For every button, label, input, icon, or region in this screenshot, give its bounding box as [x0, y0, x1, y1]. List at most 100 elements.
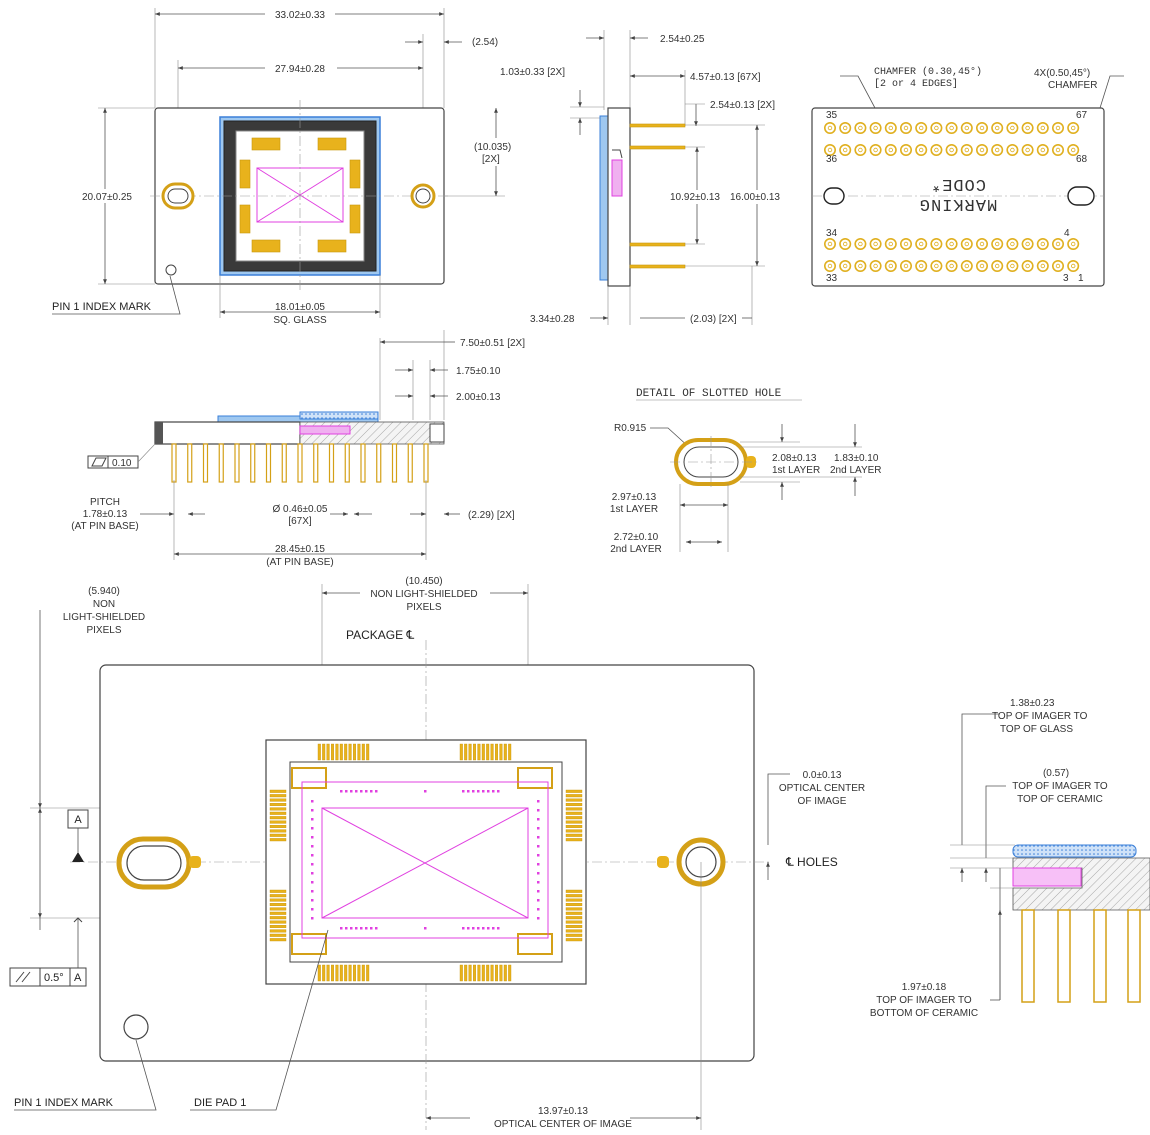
pin-pad: [960, 144, 973, 157]
pin-pad: [960, 238, 973, 251]
dim-half-height-count: [2X]: [482, 154, 500, 165]
section-imager: [1012, 867, 1082, 887]
bond-finger: [317, 964, 321, 982]
dim-optical-center-label: OPTICAL CENTER OF IMAGE: [494, 1119, 632, 1130]
bond-finger: [322, 743, 326, 761]
pin-pad: [1021, 144, 1034, 157]
bond-finger: [269, 807, 287, 811]
slot-w1-label: 1st LAYER: [772, 465, 820, 476]
pin-pad-grid: [823, 122, 1080, 272]
pitch-label: PITCH: [90, 497, 120, 508]
marking-line-1: MARKING: [919, 194, 997, 213]
bond-finger: [495, 964, 499, 982]
bond-finger: [269, 903, 287, 907]
bond-finger: [565, 794, 583, 798]
pin1-label: PIN 1 INDEX MARK: [52, 301, 152, 313]
pin-pad: [1067, 144, 1080, 157]
dim-hole-spacing: 27.94±0.28: [275, 64, 325, 75]
corner-note-2: CHAMFER: [1048, 80, 1097, 91]
bond-finger: [269, 833, 287, 837]
bond-finger: [508, 743, 512, 761]
bond-finger: [331, 964, 335, 982]
bond-finger: [490, 964, 494, 982]
bond-finger: [565, 920, 583, 924]
die-outline: [301, 781, 549, 939]
corner-trace: [517, 767, 553, 789]
front-pin: [281, 443, 287, 483]
large-active-area: [321, 807, 529, 919]
pin-pad: [1036, 144, 1049, 157]
pin-pad: [1036, 238, 1049, 251]
pin-pad: [930, 259, 943, 272]
bond-finger: [503, 964, 507, 982]
bottom-slot-hole-icon: [1067, 186, 1095, 206]
bond-finger: [361, 743, 365, 761]
pin-pad: [991, 238, 1004, 251]
side-view: 2.54±0.25 1.03±0.33 [2X] 4.57±0.13 [67X]…: [500, 30, 788, 325]
front-pin: [407, 443, 413, 483]
pin-pad: [899, 259, 912, 272]
pitch-value: 1.78±0.13: [83, 509, 128, 520]
bond-finger: [565, 916, 583, 920]
bond-finger: [269, 829, 287, 833]
bond-fingers-top: [239, 137, 361, 253]
bond-finger: [481, 964, 485, 982]
section-view: 1.38±0.23 TOP OF IMAGER TO TOP OF GLASS …: [870, 698, 1150, 1019]
bond-finger: [339, 964, 343, 982]
bond-finger: [339, 743, 343, 761]
bond-finger: [269, 938, 287, 942]
pin-pad: [854, 238, 867, 251]
bond-finger: [269, 898, 287, 902]
dim-height: 20.07±0.25: [82, 192, 132, 203]
slot-radius: R0.915: [614, 423, 647, 434]
bond-finger: [269, 911, 287, 915]
pin-pad: [1052, 122, 1065, 135]
top-view: 33.02±0.33 27.94±0.28 (2.54) 20.07±0.25 …: [52, 7, 522, 326]
front-pin: [376, 443, 382, 483]
pin-pad: [960, 259, 973, 272]
pin-pad: [975, 238, 988, 251]
bond-finger: [495, 743, 499, 761]
dim-glass-label: SQ. GLASS: [273, 315, 327, 326]
dim-slot: 7.50±0.51 [2X]: [460, 338, 525, 349]
dim-pin-diameter-count: [67X]: [288, 516, 312, 527]
dim-outer-pins: 16.00±0.13: [730, 192, 780, 203]
bond-finger: [565, 889, 583, 893]
bond-finger: [269, 907, 287, 911]
bond-finger: [335, 743, 339, 761]
bond-finger: [269, 820, 287, 824]
pin-33: 33: [826, 273, 838, 284]
bond-finger: [335, 964, 339, 982]
pin-pad: [1052, 259, 1065, 272]
bond-finger: [468, 743, 472, 761]
bond-finger: [486, 964, 490, 982]
pin-pad: [1006, 144, 1019, 157]
front-pin: [187, 443, 193, 483]
dim-base: 3.34±0.28: [530, 314, 575, 325]
front-pin: [171, 443, 177, 483]
dim-pin-length: 4.57±0.13 [67X]: [690, 72, 761, 83]
bond-finger: [353, 964, 357, 982]
pin-pad: [960, 122, 973, 135]
pin-pad: [899, 238, 912, 251]
bond-finger: [508, 964, 512, 982]
bond-finger: [503, 743, 507, 761]
bond-finger: [269, 789, 287, 793]
pin-pad: [823, 144, 836, 157]
front-view: 7.50±0.51 [2X] 1.75±0.10 2.00±0.13 0.10 …: [71, 330, 525, 568]
bond-finger: [464, 743, 468, 761]
slot-detail: DETAIL OF SLOTTED HOLE R0.915 2.08±0.13 …: [610, 388, 882, 555]
bond-finger: [366, 743, 370, 761]
pin-pad: [915, 238, 928, 251]
corner-trace: [291, 767, 327, 789]
pin-pad: [869, 238, 882, 251]
bond-finger: [565, 816, 583, 820]
slot-l2: 2.72±0.10: [614, 532, 659, 543]
pin-pad: [1036, 259, 1049, 272]
nls-left-line3: LIGHT-SHIELDED: [63, 612, 145, 623]
pin-pad: [915, 259, 928, 272]
bond-finger: [269, 889, 287, 893]
pin-pad: [975, 259, 988, 272]
flatness-value: 0.10: [112, 458, 132, 469]
